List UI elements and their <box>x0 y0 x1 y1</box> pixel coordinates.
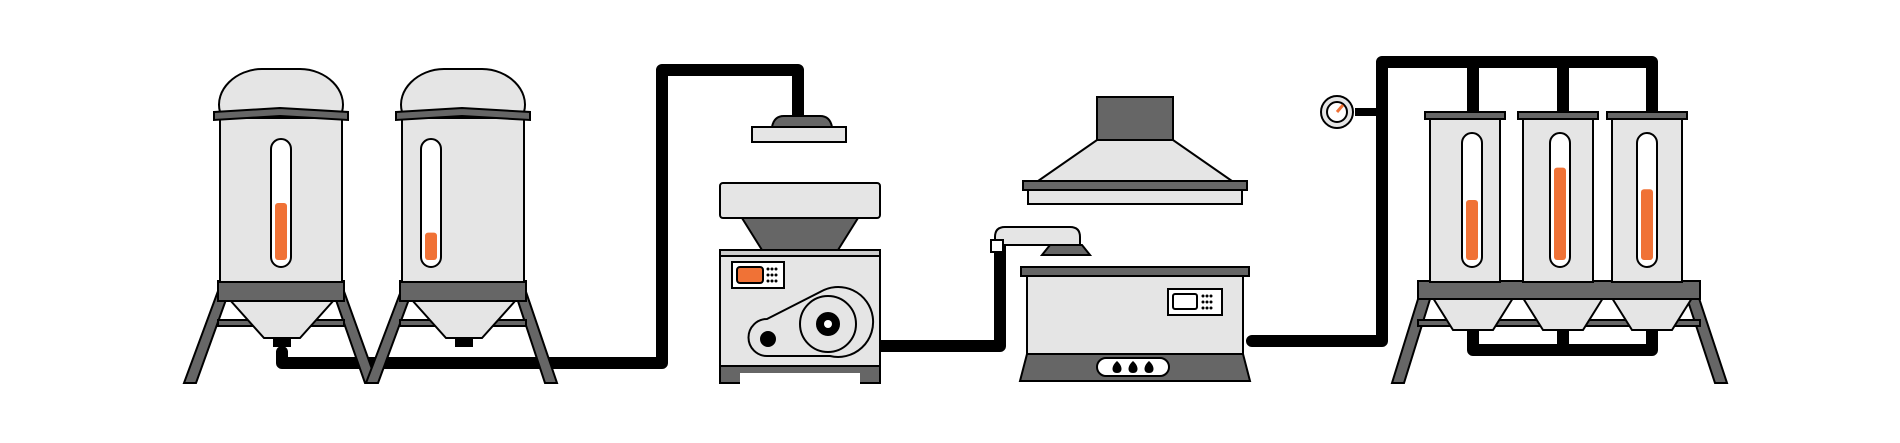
silo-1-rim <box>213 106 349 122</box>
burner-flames-panel <box>1096 357 1170 377</box>
pressure-gauge <box>1320 95 1354 129</box>
hopper-funnel <box>740 217 860 251</box>
suction-head <box>751 115 847 143</box>
oven-inlet-duct <box>990 226 1093 256</box>
extraction-hood <box>1022 96 1248 205</box>
hopper-lid <box>719 182 881 219</box>
press-control-panel <box>731 261 785 289</box>
silo-1-level-fill <box>275 203 287 260</box>
gauge-needle-icon <box>1335 104 1345 113</box>
oven-with-hood <box>990 96 1252 382</box>
oven-keypad-icon <box>1201 294 1213 310</box>
small-tank-group <box>1390 111 1729 384</box>
silo-2-level-fill <box>425 232 437 260</box>
flame-icon <box>1112 361 1154 373</box>
storage-silo-2 <box>364 68 559 384</box>
tank-group-collar <box>1417 280 1701 300</box>
oven-top-plate <box>1020 266 1250 277</box>
press-large-pulley-axle <box>824 320 832 328</box>
pipe-press-to-oven <box>874 232 1016 352</box>
small-tank-2 <box>1517 111 1599 283</box>
silo-1-collar <box>217 280 345 302</box>
press-small-pulley <box>760 331 776 347</box>
pipe-oven-to-tanks <box>1246 56 1658 347</box>
pipe-silos-to-riser <box>276 64 804 369</box>
silo-2-rim <box>395 106 531 122</box>
storage-silo-1 <box>182 68 379 384</box>
small-tank-3 <box>1606 111 1688 283</box>
tank-1-level-fill <box>1466 200 1478 260</box>
silo-2-outlet <box>455 337 473 347</box>
keypad-icon <box>766 267 778 283</box>
press-feet-gap <box>740 373 860 384</box>
tank-2-level-fill <box>1554 167 1566 260</box>
silo-1-outlet <box>273 337 291 347</box>
oven-control-display <box>1167 288 1223 316</box>
silo-2-dome <box>400 68 526 113</box>
hopper-press-machine <box>719 115 881 384</box>
small-tank-1 <box>1424 111 1506 283</box>
press-top-band <box>719 249 881 257</box>
pipe-network <box>276 56 1658 369</box>
silo-1-dome <box>218 68 344 113</box>
silo-2-collar <box>399 280 527 302</box>
tank-3-level-fill <box>1641 189 1653 260</box>
